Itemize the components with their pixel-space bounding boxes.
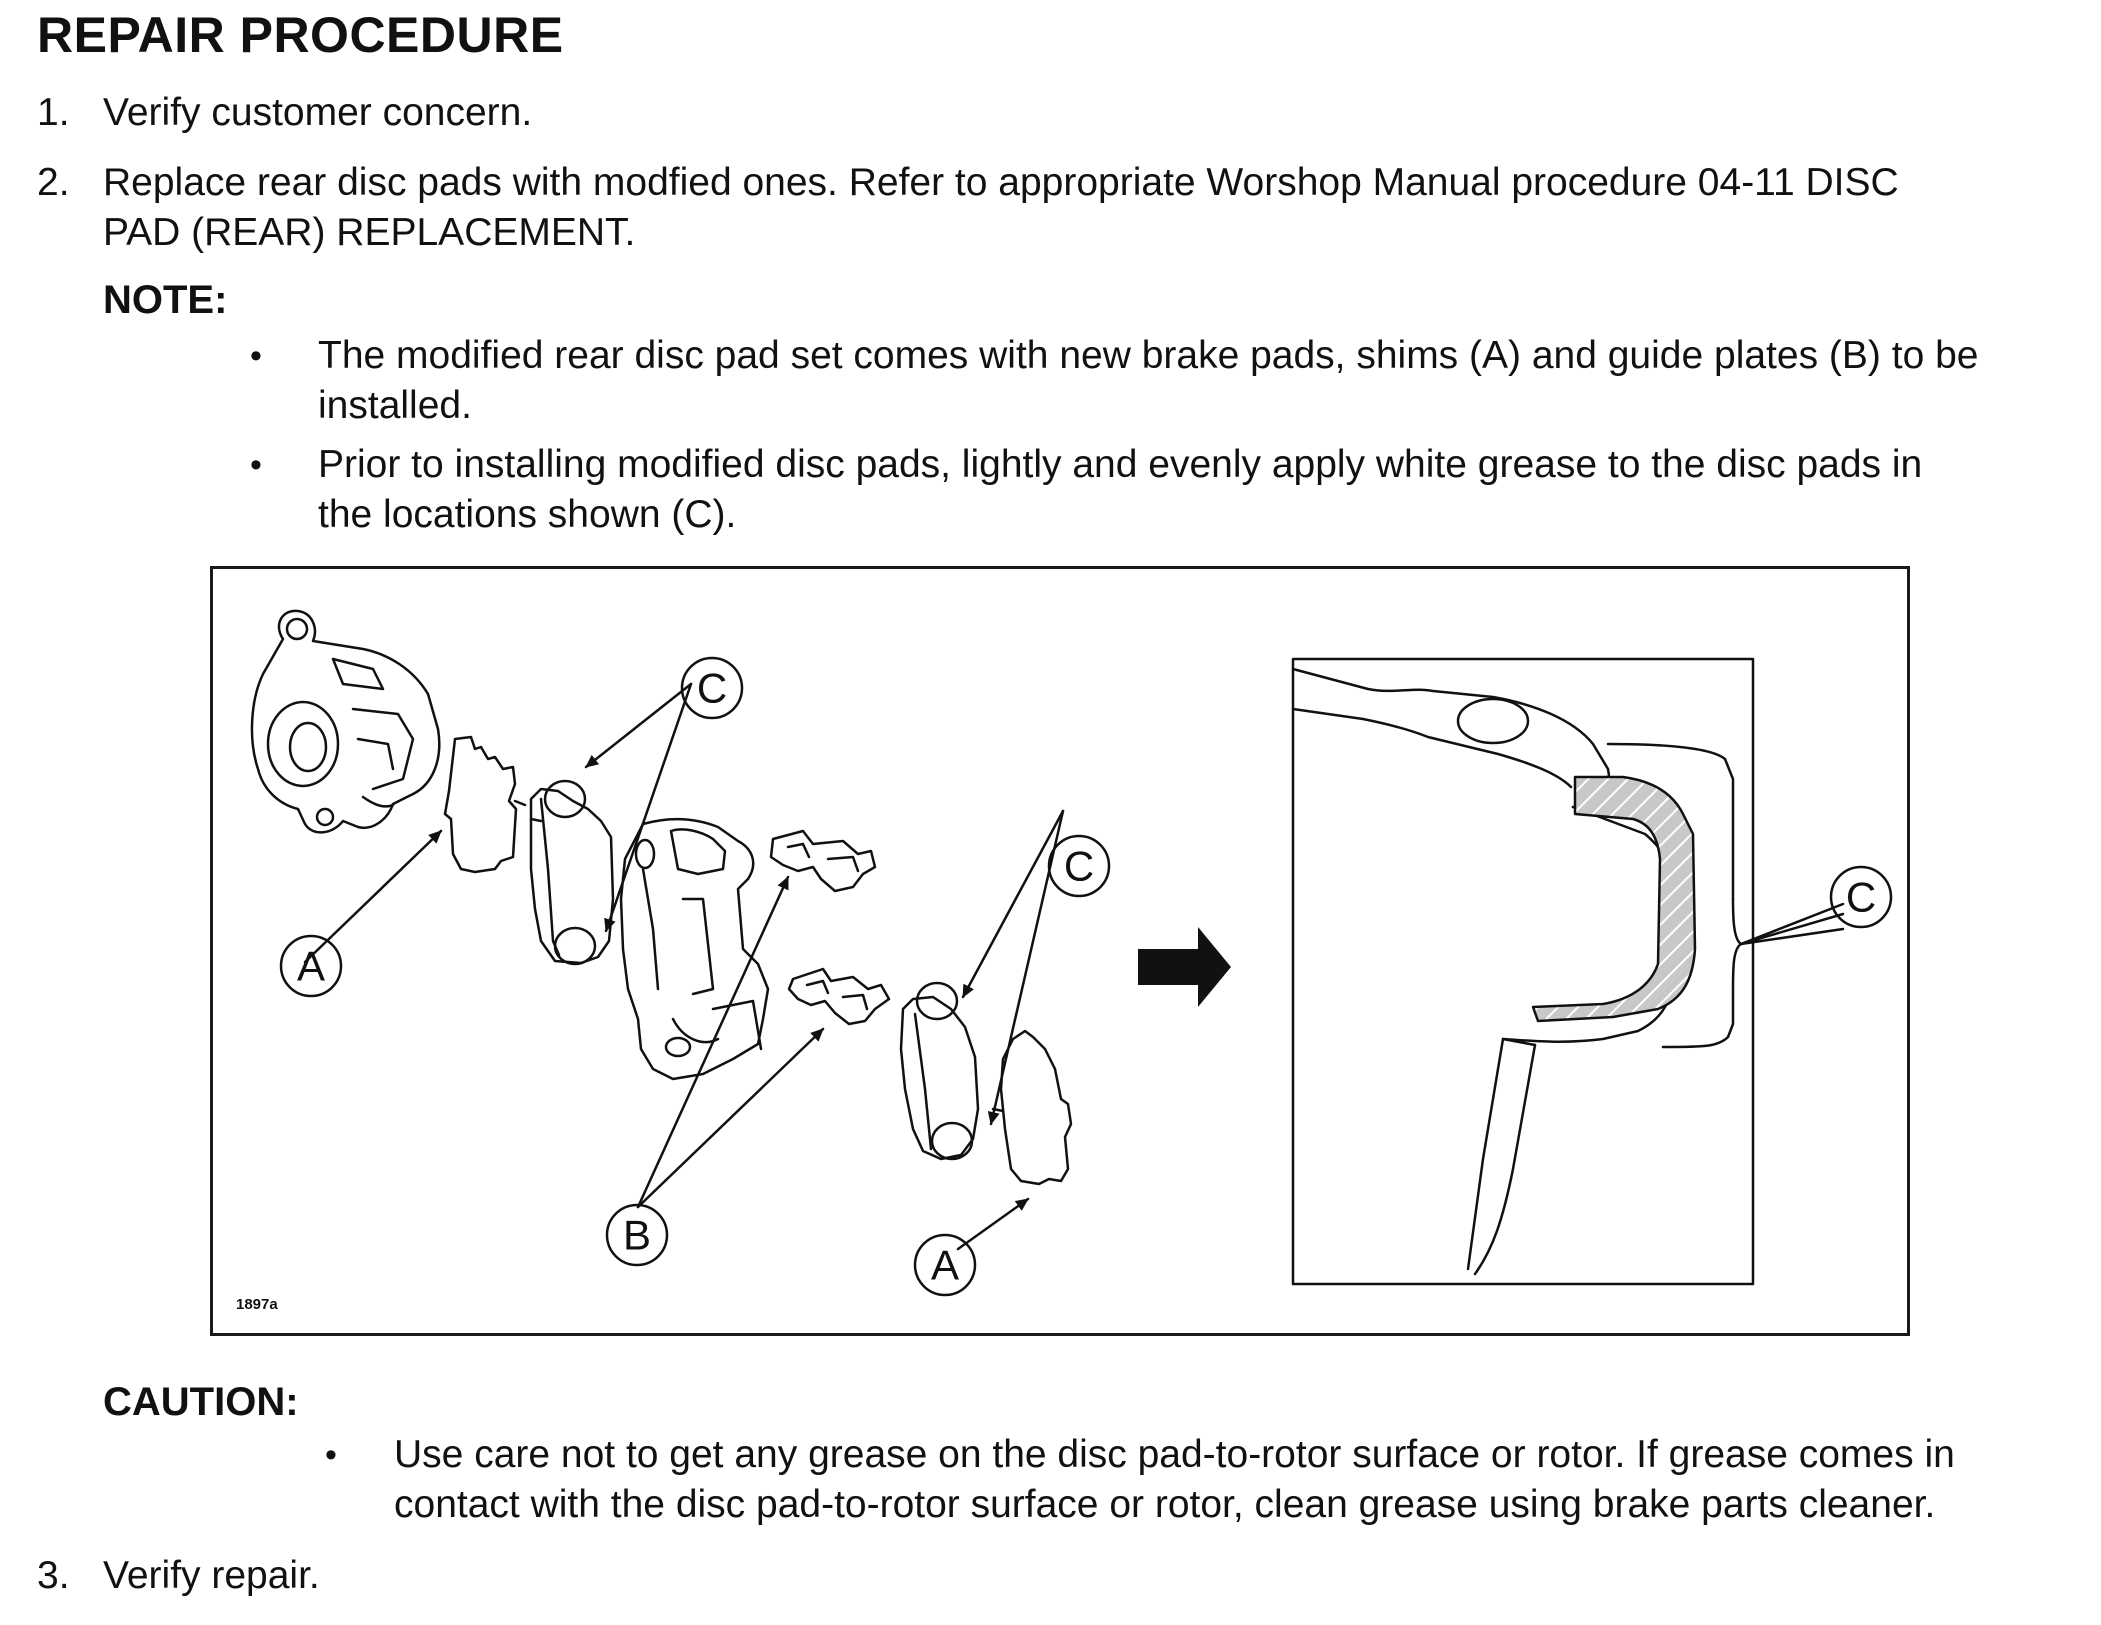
grease-area	[1531, 775, 1697, 1023]
step-2-text-line-2: PAD (REAR) REPLACEMENT.	[103, 211, 636, 254]
callout-a-right: A	[931, 1242, 959, 1289]
note-bullet-1-line-1: The modified rear disc pad set comes wit…	[318, 334, 1979, 377]
direction-arrow-icon	[1138, 927, 1231, 1007]
brake-assembly-figure: A C B C A C 1897a	[210, 566, 1910, 1336]
guide-plate-upper	[769, 829, 877, 893]
caution-bullet-line-2: contact with the disc pad-to-rotor surfa…	[394, 1483, 1936, 1526]
step-3-number: 3.	[37, 1554, 70, 1597]
callout-b: B	[623, 1212, 651, 1259]
callout-a-left: A	[297, 943, 325, 990]
disc-pad-outer	[899, 981, 980, 1161]
note-heading: NOTE:	[103, 278, 228, 322]
step-2-number: 2.	[37, 161, 70, 204]
note-bullet-2-line-2: the locations shown (C).	[318, 493, 737, 536]
step-2-text-line-1: Replace rear disc pads with modfied ones…	[103, 161, 1899, 204]
note-bullet-1-line-2: installed.	[318, 384, 472, 427]
step-1-text: Verify customer concern.	[103, 91, 533, 134]
callout-circles	[279, 656, 1893, 1297]
shim-right	[991, 1029, 1073, 1186]
caution-bullet-marker: •	[325, 1436, 337, 1474]
step-1-number: 1.	[37, 91, 70, 134]
callout-c-detail: C	[1846, 874, 1876, 921]
caliper-body	[250, 609, 441, 834]
caliper-bracket	[619, 817, 770, 1081]
exploded-brake-diagram: A C B C A C 1897a	[236, 609, 1893, 1313]
guide-plate-lower	[787, 967, 891, 1026]
leader-lines	[303, 682, 1065, 1251]
shim-left	[443, 735, 527, 874]
disc-pad-inner	[529, 779, 615, 966]
caution-bullet-line-1: Use care not to get any grease on the di…	[394, 1433, 1955, 1476]
detail-inset	[1291, 657, 1845, 1286]
callout-c-top: C	[697, 665, 727, 712]
note-bullet-2-line-1: Prior to installing modified disc pads, …	[318, 443, 1923, 486]
note-bullet-2-marker: •	[250, 446, 262, 484]
note-bullet-1-marker: •	[250, 337, 262, 375]
figure-id: 1897a	[236, 1296, 278, 1313]
step-3-text: Verify repair.	[103, 1554, 320, 1597]
page-title: REPAIR PROCEDURE	[37, 7, 564, 63]
caution-heading: CAUTION:	[103, 1380, 299, 1424]
callout-c-right: C	[1064, 843, 1094, 890]
